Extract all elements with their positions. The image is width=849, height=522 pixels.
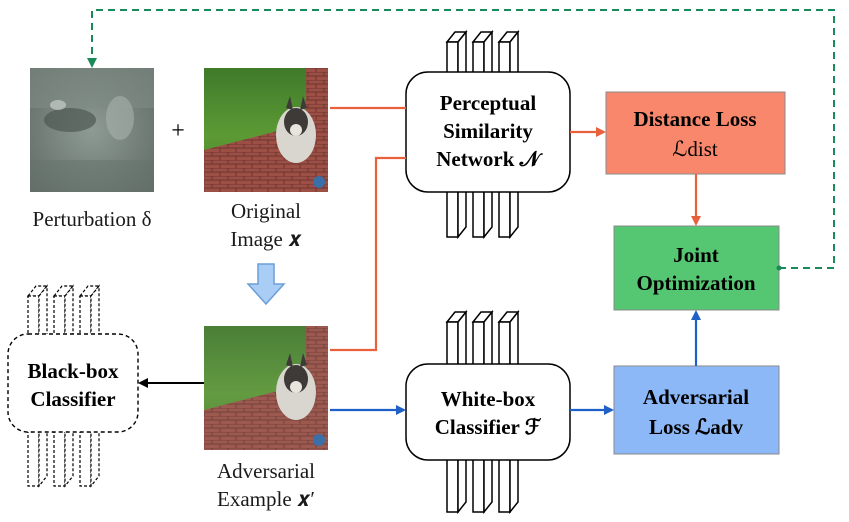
perceptual-line1: Perceptual bbox=[440, 91, 537, 115]
feedback-joint-to-perturbation bbox=[87, 9, 835, 269]
perturbation-image bbox=[30, 68, 154, 192]
whitebox-line2: Classifier ℱ bbox=[435, 415, 542, 439]
feedback-start-dot bbox=[776, 265, 782, 271]
adversarial-image bbox=[204, 326, 328, 450]
joint-optimization-box bbox=[613, 225, 780, 311]
adv-loss-line2: Loss ℒadv bbox=[649, 415, 743, 439]
blackbox-classifier-box bbox=[7, 333, 139, 433]
distance-loss-box bbox=[605, 91, 786, 175]
perceptual-line2: Similarity bbox=[443, 119, 533, 143]
whitebox-classifier-box bbox=[405, 363, 571, 461]
joint-line2: Optimization bbox=[637, 271, 756, 295]
joint-line1: Joint bbox=[673, 243, 719, 267]
original-image bbox=[204, 68, 328, 192]
arrow-adversarial-to-perceptual bbox=[330, 156, 406, 352]
adversarial-loss-box bbox=[613, 365, 780, 455]
whitebox-line1: White-box bbox=[441, 387, 536, 411]
blackbox-line2: Classifier bbox=[30, 387, 115, 411]
original-label-line1: Original bbox=[231, 199, 301, 223]
plus-sign: + bbox=[171, 118, 185, 144]
down-arrow-icon bbox=[246, 263, 286, 306]
adversarial-label-line2: Example 𝒙′ bbox=[217, 487, 315, 511]
adversarial-label-line1: Adversarial bbox=[217, 459, 315, 483]
adv-loss-line1: Adversarial bbox=[643, 385, 749, 409]
blackbox-line1: Black-box bbox=[27, 359, 119, 383]
perturbation-label: Perturbation δ bbox=[33, 207, 152, 231]
distance-loss-line1: Distance Loss bbox=[633, 107, 756, 131]
distance-loss-line2: ℒdist bbox=[672, 137, 718, 161]
perceptual-line3: Network 𝒩 bbox=[436, 147, 543, 171]
original-label-line2: Image 𝒙 bbox=[230, 227, 302, 251]
